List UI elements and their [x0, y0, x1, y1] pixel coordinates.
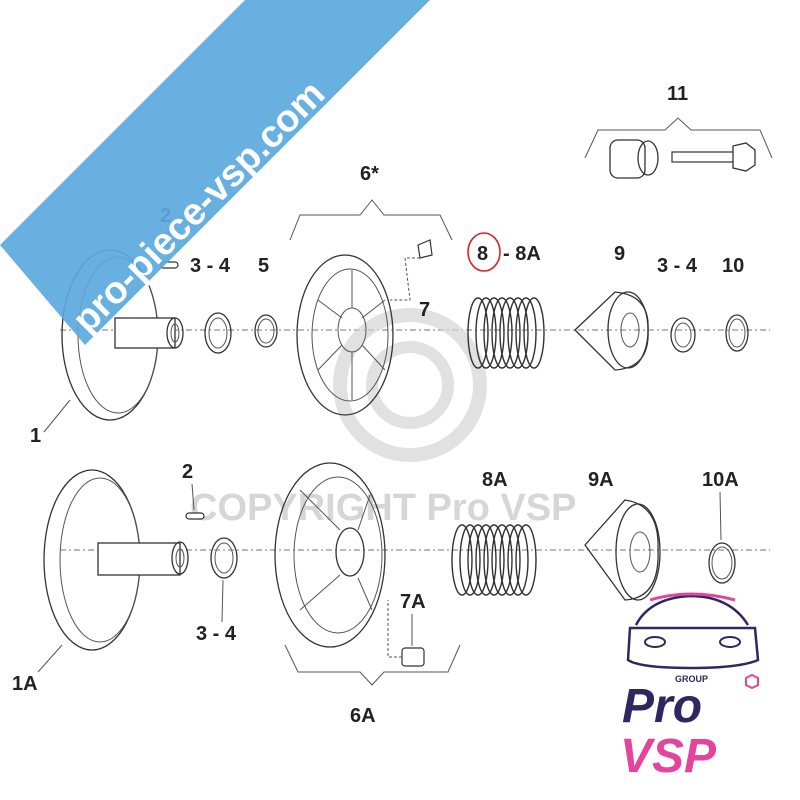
label-part-2-bottom: 2 [182, 461, 193, 483]
part-8a-spring [451, 524, 537, 596]
label-part-7: 7 [419, 299, 430, 321]
part-7a-slider [387, 600, 425, 667]
part-3-4-washer-top [204, 312, 232, 354]
label-part-1a: 1A [12, 673, 38, 695]
label-part-8a: 8A [482, 469, 508, 491]
spring-coil [467, 524, 489, 596]
highlight-circle [467, 232, 501, 272]
spring-coil [515, 524, 537, 596]
label-part-7a: 7A [400, 591, 426, 613]
part-8-spring [467, 297, 545, 369]
part-10a-circlip [708, 542, 736, 584]
spring-coil [491, 297, 513, 369]
label-part-8a-suffix: - 8A [503, 243, 541, 265]
part-10-circlip [725, 314, 749, 352]
label-part-3-4-top-right: 3 - 4 [657, 255, 698, 277]
logo-vsp-text: VSP [620, 730, 717, 783]
part-11-nut-and-bolt [609, 139, 756, 179]
spring-coil [507, 297, 529, 369]
spring-coil [491, 524, 513, 596]
part-3-4-washer-bottom [210, 537, 238, 579]
part-7-slider [390, 239, 433, 301]
spring-coil [499, 524, 521, 596]
label-group-6a: 6A [350, 705, 376, 727]
spring-coil [499, 297, 521, 369]
spring-coil [515, 297, 537, 369]
spring-coil [475, 297, 497, 369]
label-part-3-4-top: 3 - 4 [190, 255, 231, 277]
spring-coil [459, 524, 481, 596]
part-2-pin-bottom [185, 512, 205, 520]
part-5-washer [254, 314, 278, 348]
label-part-10a: 10A [702, 469, 739, 491]
label-part-9: 9 [614, 243, 625, 265]
pro-vsp-logo: GROUP Pro VSP [620, 592, 760, 783]
part-6-plate [296, 254, 394, 416]
group-6-brace [289, 199, 453, 241]
spring-coil [475, 524, 497, 596]
car-outline-icon [626, 592, 760, 670]
logo-group-text: GROUP [675, 674, 708, 684]
label-part-8: 8 [477, 243, 488, 265]
label-part-10: 10 [722, 255, 744, 277]
label-part-3-4-bottom: 3 - 4 [196, 623, 237, 645]
label-group-6: 6* [360, 163, 379, 185]
part-1a-pulley [43, 469, 189, 651]
hex-nut-icon [745, 673, 759, 690]
part-9-cone [574, 291, 649, 371]
spring-coil [451, 524, 473, 596]
part-3-4-washer-top-right [670, 317, 696, 353]
part-6a-plate [274, 462, 386, 648]
spring-coil [483, 524, 505, 596]
spring-coil [523, 297, 545, 369]
spring-coil [483, 297, 505, 369]
spring-coil [507, 524, 529, 596]
spring-coil [467, 297, 489, 369]
group-11-brace [584, 117, 773, 159]
label-part-9a: 9A [588, 469, 614, 491]
part-9a-cone [584, 499, 661, 601]
logo-pro-text: Pro [622, 680, 702, 733]
label-part-5: 5 [258, 255, 269, 277]
copyright-watermark-text: COPYRIGHT Pro VSP [190, 487, 576, 529]
group-6a-brace [284, 644, 461, 686]
label-part-1: 1 [30, 425, 41, 447]
copyright-watermark: COPYRIGHT Pro VSP [190, 308, 576, 529]
label-group-11: 11 [667, 83, 688, 105]
